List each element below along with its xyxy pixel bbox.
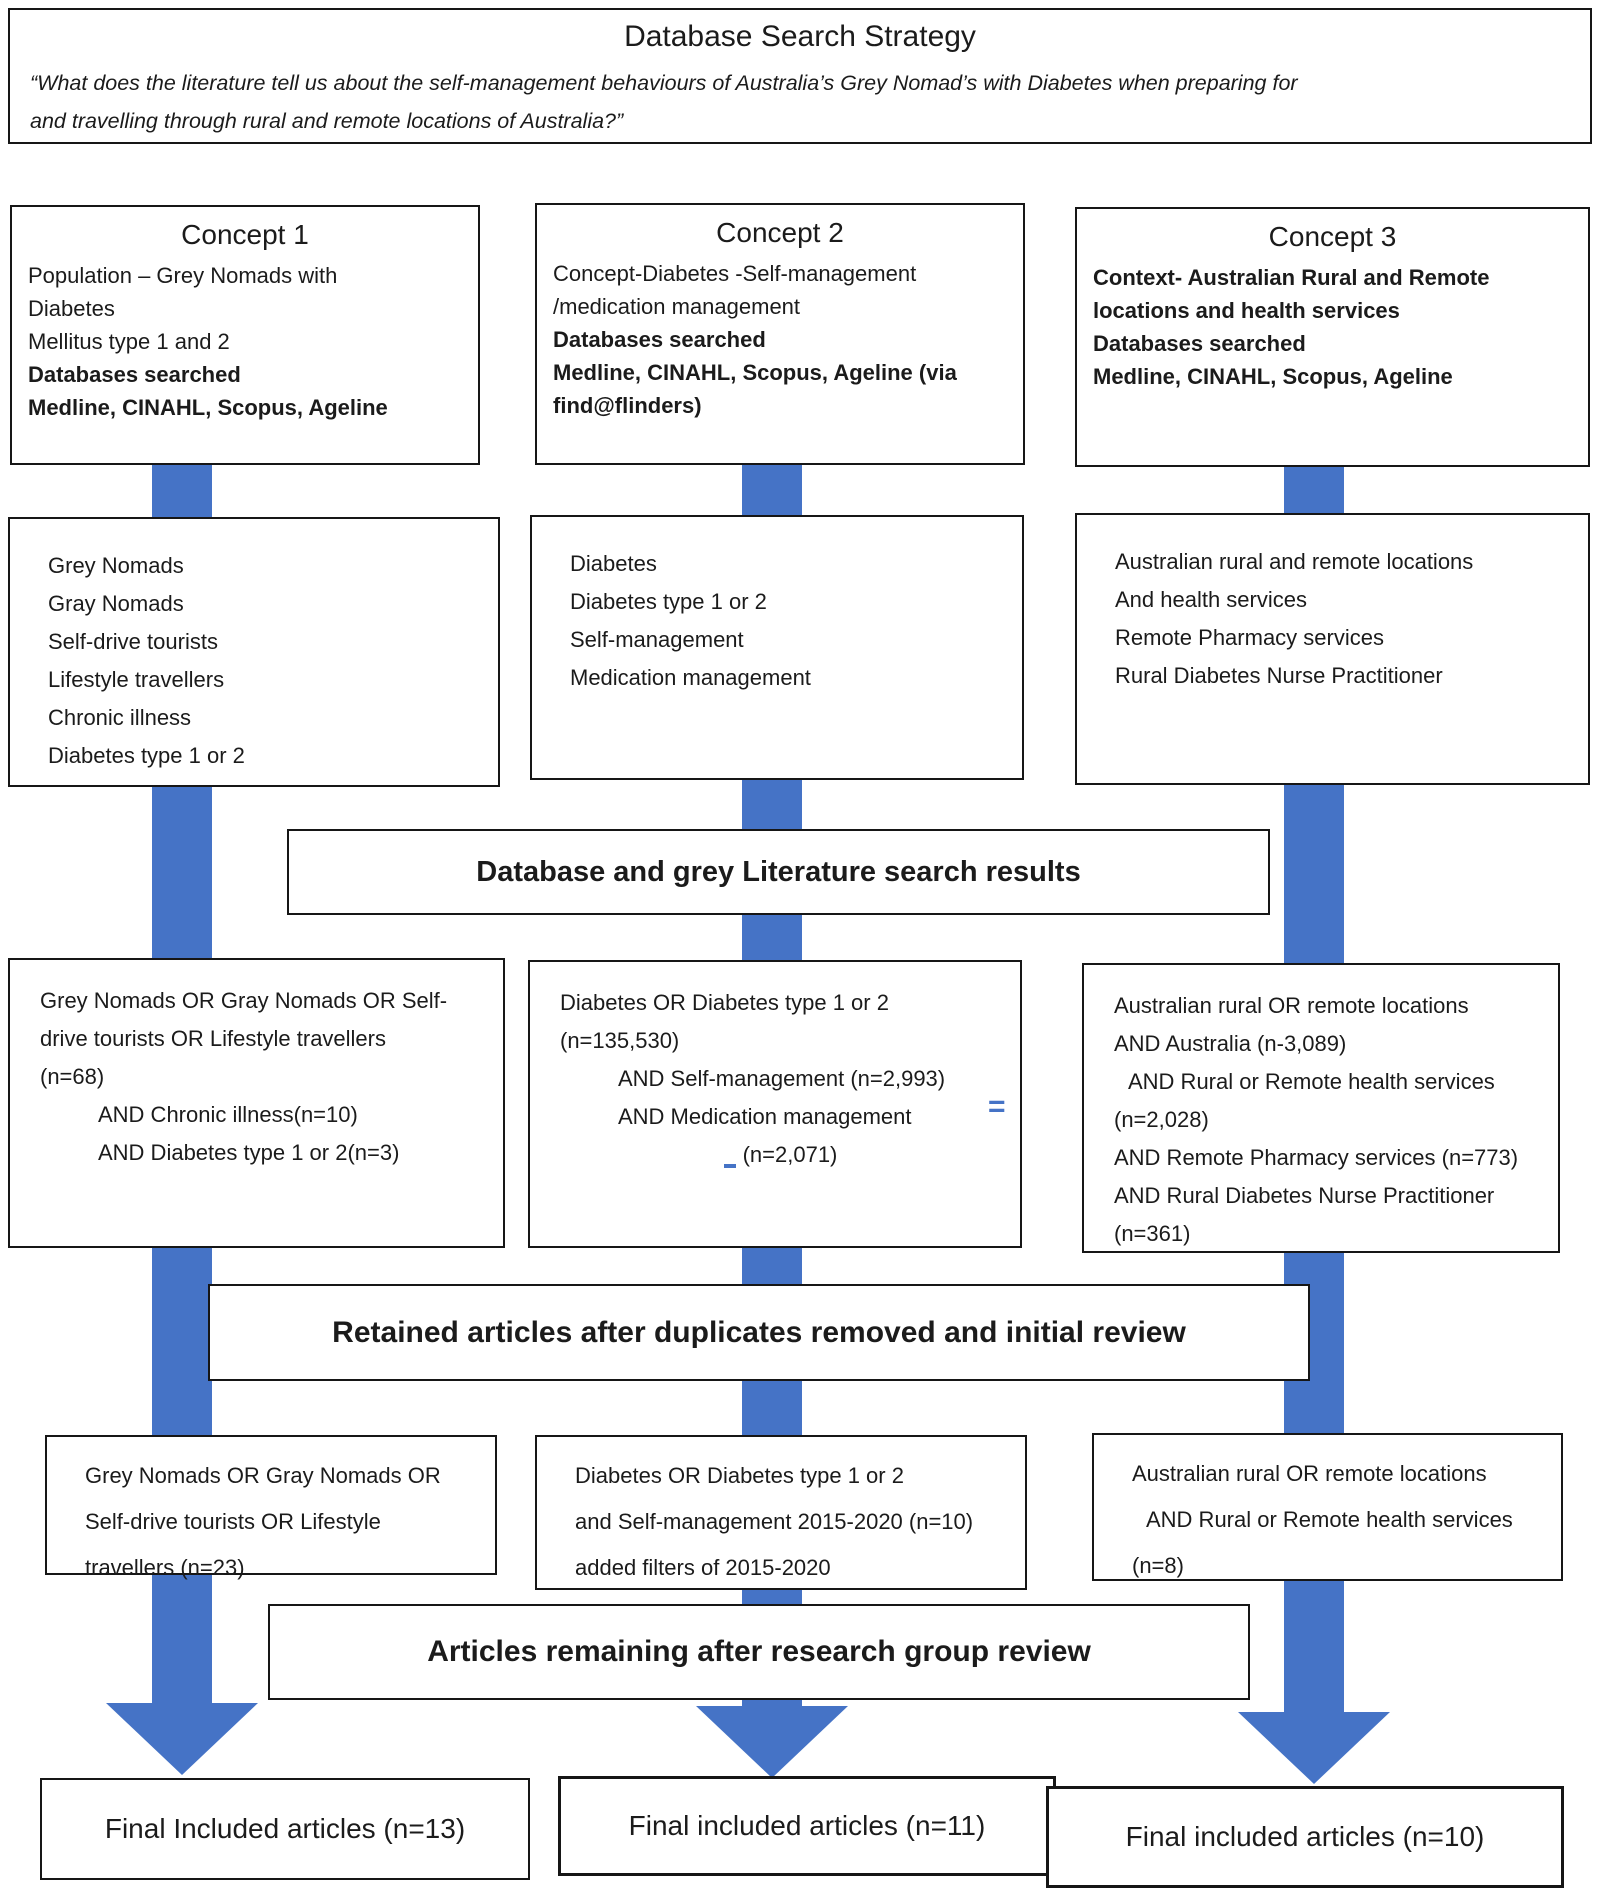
text-line: (n=68) — [40, 1064, 105, 1089]
final2-label: Final included articles (n=11) — [628, 1810, 986, 1841]
text-line: Rural Diabetes Nurse Practitioner — [1115, 663, 1443, 688]
text-line: Medline, CINAHL, Scopus, Ageline (via — [553, 360, 957, 385]
text-line: Remote Pharmacy services — [1115, 625, 1384, 650]
text-line: AND Medication management — [618, 1104, 912, 1129]
text-line: drive tourists OR Lifestyle travellers — [40, 1026, 386, 1051]
text-line: Grey Nomads OR Gray Nomads OR Self- — [40, 988, 448, 1013]
banner-group-review: Articles remaining after research group … — [268, 1604, 1250, 1700]
connector-results1-retained — [152, 1246, 212, 1436]
research-question-line: and travelling through rural and remote … — [30, 109, 624, 133]
page-title: Database Search Strategy — [624, 20, 976, 53]
text-line: Diabetes — [570, 551, 657, 576]
text-line: Context- Australian Rural and Remote — [1093, 265, 1490, 290]
proofing-mark-equals: = — [988, 1090, 1006, 1123]
retained2-box: Diabetes OR Diabetes type 1 or 2 and Self… — [535, 1435, 1027, 1590]
banner-retained-articles: Retained articles after duplicates remov… — [208, 1284, 1310, 1381]
text-line: Databases searched — [1093, 331, 1306, 356]
text-line: /medication management — [553, 294, 801, 319]
text-line: Gray Nomads — [48, 591, 184, 616]
text-line: AND Diabetes type 1 or 2(n=3) — [98, 1140, 400, 1165]
final3-box: Final included articles (n=10) — [1046, 1786, 1564, 1888]
final3-label: Final included articles (n=10) — [1125, 1821, 1485, 1852]
text-line: Databases searched — [553, 327, 766, 352]
proofing-mark-underline — [724, 1164, 736, 1168]
text-line: added filters of 2015-2020 — [575, 1555, 831, 1580]
concept2-box: Concept 2 Concept-Diabetes -Self-managem… — [535, 203, 1025, 465]
text-line: Concept-Diabetes -Self-management — [553, 261, 917, 286]
connector-concept1-keywords — [152, 465, 212, 519]
text-line: (n=2,028) — [1114, 1107, 1209, 1132]
title-box: Database Search Strategy “What does the … — [8, 8, 1592, 144]
connector-concept2-keywords — [742, 462, 802, 519]
text-line: Chronic illness — [48, 705, 192, 730]
text-line: Grey Nomads OR Gray Nomads OR — [85, 1463, 441, 1488]
text-line: AND Australia (n-3,089) — [1114, 1031, 1347, 1056]
text-line: (n=135,530) — [560, 1028, 680, 1053]
concept1-title: Concept 1 — [181, 219, 309, 250]
text-line: (n=8) — [1132, 1553, 1184, 1578]
text-line: AND Rural or Remote health services — [1128, 1069, 1495, 1094]
concept2-title: Concept 2 — [716, 217, 844, 248]
research-question-line: “What does the literature tell us about … — [30, 71, 1298, 95]
connector-keywords3-results — [1284, 783, 1344, 965]
text-line: Diabetes type 1 or 2 — [570, 589, 767, 614]
text-line: Diabetes OR Diabetes type 1 or 2 — [560, 990, 889, 1015]
final1-box: Final Included articles (n=13) — [40, 1778, 530, 1880]
text-line: Australian rural OR remote locations — [1114, 993, 1469, 1018]
text-line: (n=2,071) — [742, 1142, 838, 1167]
text-line: find@flinders) — [553, 393, 702, 418]
text-line: Australian rural OR remote locations — [1132, 1461, 1487, 1486]
concept3-box: Concept 3 Context- Australian Rural and … — [1075, 207, 1590, 467]
text-line: Diabetes OR Diabetes type 1 or 2 — [575, 1463, 904, 1488]
text-line: And health services — [1115, 587, 1307, 612]
research-question: “What does the literature tell us about … — [10, 54, 1590, 140]
text-line: locations and health services — [1093, 298, 1400, 323]
text-line: Population – Grey Nomads with — [28, 263, 338, 288]
connector-keywords1-results — [152, 783, 212, 960]
results2-box: Diabetes OR Diabetes type 1 or 2 (n=135,5… — [528, 960, 1022, 1248]
text-line: AND Self-management (n=2,993) — [618, 1066, 946, 1091]
text-line: AND Remote Pharmacy services (n=773) — [1114, 1145, 1519, 1170]
text-line: Medline, CINAHL, Scopus, Ageline — [1093, 364, 1453, 389]
text-line: Databases searched — [28, 362, 241, 387]
text-line: Grey Nomads — [48, 553, 184, 578]
text-line: AND Rural Diabetes Nurse Practitioner — [1114, 1183, 1495, 1208]
connector-retained1-final — [152, 1573, 212, 1705]
text-line: Self-drive tourists — [48, 629, 218, 654]
text-line: and Self-management 2015-2020 (n=10) — [575, 1509, 974, 1534]
connector-concept3-keywords — [1284, 465, 1344, 515]
text-line: Self-management — [570, 627, 744, 652]
arrow-down-icon — [696, 1706, 848, 1778]
concept2-details: Concept-Diabetes -Self-management/medica… — [553, 257, 1007, 422]
concept3-details: Context- Australian Rural and Remote loca… — [1093, 261, 1572, 393]
retained1-box: Grey Nomads OR Gray Nomads OR Self-drive … — [45, 1435, 497, 1580]
connector-retained3-final — [1284, 1578, 1344, 1714]
text-line: AND Rural or Remote health services — [1146, 1507, 1513, 1532]
text-line: Lifestyle travellers — [48, 667, 225, 692]
final2-box: Final included articles (n=11) — [558, 1776, 1056, 1876]
text-line: (n=361) — [1114, 1221, 1191, 1246]
text-line: Australian rural and remote locations — [1115, 549, 1474, 574]
text-line: travellers (n=23) — [85, 1555, 245, 1580]
text-line: Diabetes — [28, 296, 115, 321]
text-line: Medline, CINAHL, Scopus, Ageline — [28, 395, 388, 420]
arrow-down-icon — [106, 1703, 258, 1775]
arrow-down-icon — [1238, 1712, 1390, 1784]
text-line: Self-drive tourists OR Lifestyle — [85, 1509, 381, 1534]
text-line: Medication management — [570, 665, 811, 690]
results1-box: Grey Nomads OR Gray Nomads OR Self-drive… — [8, 958, 505, 1248]
text-line: Diabetes type 1 or 2 — [48, 743, 245, 768]
text-line: Mellitus type 1 and 2 — [28, 329, 230, 354]
concept3-title: Concept 3 — [1268, 221, 1397, 252]
text-line: AND Chronic illness(n=10) — [98, 1102, 358, 1127]
final1-label: Final Included articles (n=13) — [104, 1813, 466, 1844]
banner-search-results: Database and grey Literature search resu… — [287, 829, 1270, 915]
